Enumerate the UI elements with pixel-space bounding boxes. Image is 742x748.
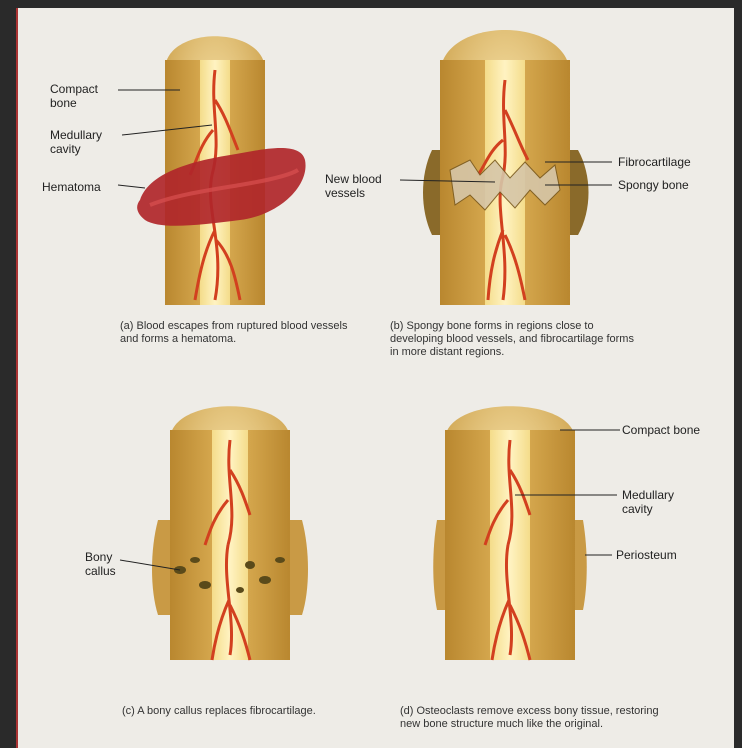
label-a-medullary-cavity: Medullary cavity (50, 128, 102, 156)
panel-a-bone (137, 36, 305, 305)
caption-b: (b) Spongy bone forms in regions close t… (390, 320, 635, 359)
caption-d: (d) Osteoclasts remove excess bony tissu… (400, 705, 660, 731)
label-b-new-blood-vessels: New blood vessels (325, 172, 382, 200)
panel-b-callus-left (423, 150, 440, 235)
panel-c-bone (152, 406, 308, 660)
label-d-medullary-cavity: Medullary cavity (622, 488, 674, 516)
label-a-compact-bone: Compact bone (50, 82, 98, 110)
panel-b-bone (423, 30, 589, 305)
caption-c: (c) A bony callus replaces fibrocartilag… (122, 705, 362, 718)
label-a-hematoma: Hematoma (42, 180, 101, 194)
panel-d-periosteum-right (575, 520, 587, 610)
caption-a: (a) Blood escapes from ruptured blood ve… (120, 320, 350, 346)
panel-d-periosteum-left (433, 520, 445, 610)
leader-a-hematoma (118, 185, 145, 188)
panel-d-bone (433, 406, 587, 660)
panel-c-callus-right (290, 520, 308, 615)
panel-b-callus-right (570, 150, 589, 235)
label-d-periosteum: Periosteum (616, 548, 677, 562)
label-b-fibrocartilage: Fibrocartilage (618, 155, 691, 169)
label-d-compact-bone: Compact bone (622, 423, 700, 437)
label-b-spongy-bone: Spongy bone (618, 178, 689, 192)
label-c-bony-callus: Bony callus (85, 550, 116, 578)
